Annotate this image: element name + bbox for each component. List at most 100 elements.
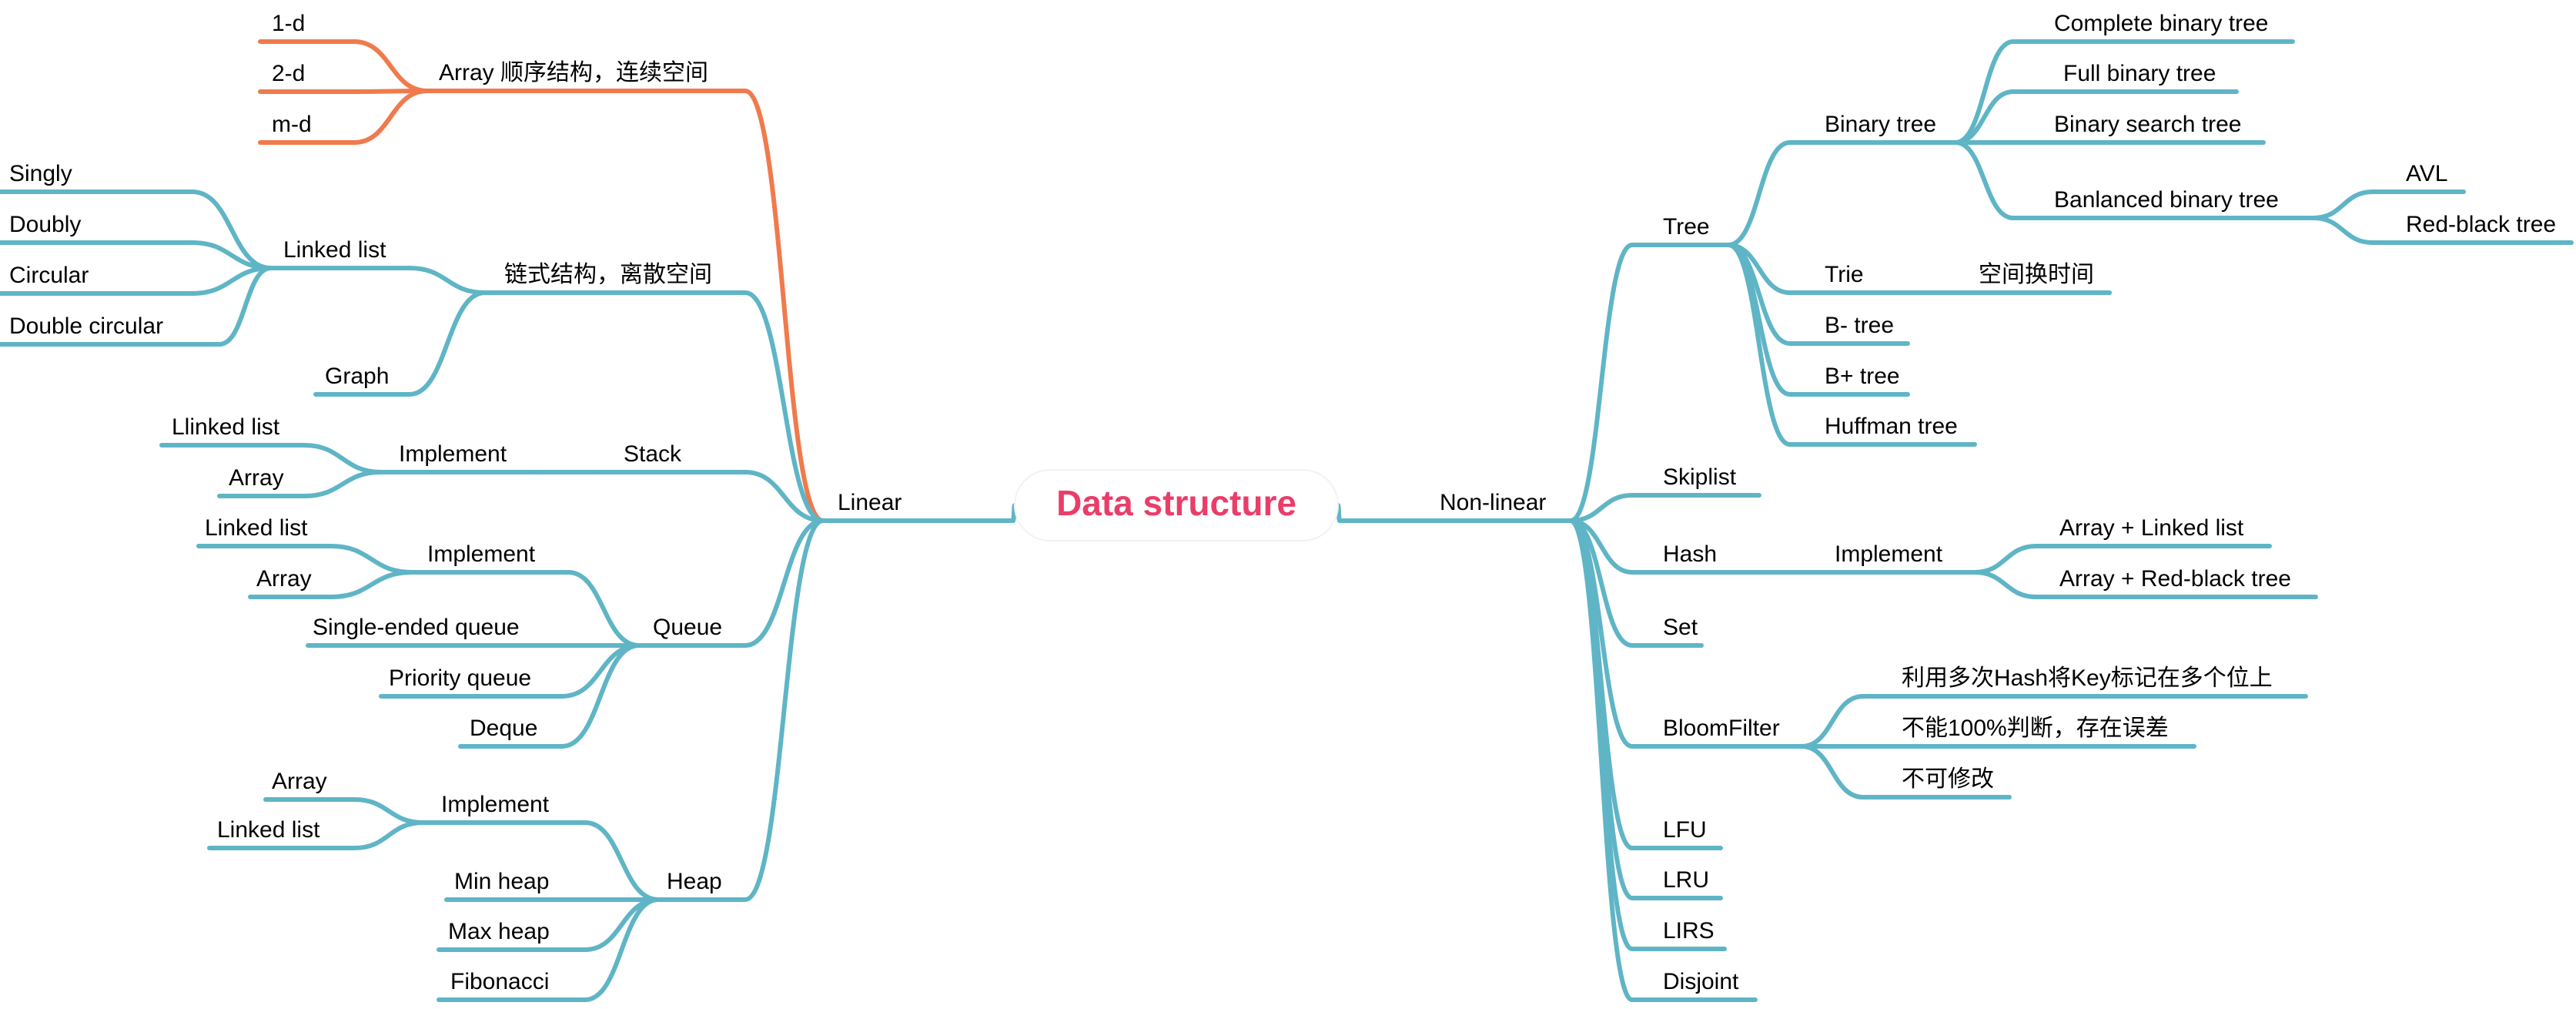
node-label: Singly — [9, 161, 72, 186]
node-heap-fib[interactable]: Fibonacci — [437, 969, 587, 1002]
root-node-title: Data structure — [1056, 483, 1296, 523]
node-label: Llinked list — [172, 414, 280, 440]
node-bloom-3[interactable]: 不可修改 — [1861, 766, 2012, 799]
node-hash-impl[interactable]: Implement — [1815, 541, 1977, 575]
link-arr-1d — [352, 39, 430, 93]
node-label: Queue — [653, 615, 722, 640]
node-ll-circular[interactable]: Circular — [0, 263, 195, 296]
link-hash-rb — [1972, 570, 2039, 599]
link-huffman — [1726, 243, 1792, 447]
node-skiplist[interactable]: Skiplist — [1630, 464, 1761, 498]
link-ll-circular — [190, 266, 273, 296]
link-queue-deque — [560, 643, 641, 749]
node-stack-impl[interactable]: Implement — [379, 441, 534, 474]
node-label: Max heap — [448, 919, 550, 944]
link-bt-avl — [2311, 189, 2375, 220]
node-disjoint[interactable]: Disjoint — [1630, 969, 1758, 1002]
node-label: Graph — [325, 364, 389, 389]
node-queue-array[interactable]: Array — [248, 566, 333, 599]
node-arr-2d[interactable]: 2-d — [258, 61, 356, 94]
node-trie-note[interactable]: 空间换时间 — [1965, 262, 2112, 295]
node-heap-max[interactable]: Max heap — [437, 919, 587, 952]
link-stack-llist — [302, 443, 383, 474]
node-binary-tree[interactable]: Binary tree — [1788, 112, 1958, 145]
node-lirs[interactable]: LIRS — [1630, 918, 1727, 951]
node-label: Array — [229, 465, 284, 491]
node-label: Array + Red-black tree — [2059, 566, 2291, 592]
node-linear[interactable]: Linear — [821, 490, 1015, 523]
node-bt-search[interactable]: Binary search tree — [2011, 112, 2266, 145]
node-bt-balanced[interactable]: Banlanced binary tree — [2011, 187, 2316, 220]
node-heap[interactable]: Heap — [656, 869, 748, 902]
link-heap-llist — [352, 820, 426, 850]
root-node-pill — [1014, 469, 1339, 541]
node-bt-avl[interactable]: AVL — [2370, 161, 2466, 194]
node-label: 空间换时间 — [1979, 262, 2094, 287]
node-lfu[interactable]: LFU — [1630, 817, 1723, 850]
node-label: Array — [256, 566, 312, 592]
node-nonlinear[interactable]: Non-linear — [1337, 490, 1573, 523]
node-array[interactable]: Array 顺序结构，连续空间 — [425, 60, 748, 93]
node-hash-rb[interactable]: Array + Red-black tree — [2034, 566, 2318, 599]
node-stack-llist[interactable]: Llinked list — [159, 414, 306, 448]
node-label: 2-d — [272, 61, 305, 86]
link-linked-list — [407, 266, 487, 295]
node-bloom-2[interactable]: 不能100%判断，存在误差 — [1861, 716, 2196, 749]
link-queue-priority — [560, 643, 641, 699]
node-chain[interactable]: 链式结构，离散空间 — [483, 262, 748, 295]
node-ll-singly[interactable]: Singly — [0, 161, 195, 194]
node-heap-impl[interactable]: Implement — [421, 792, 587, 825]
link-bt-rb — [2311, 216, 2375, 245]
node-stack-array[interactable]: Array — [217, 465, 306, 498]
node-bplus-tree[interactable]: B+ tree — [1788, 364, 1910, 397]
node-heap-min[interactable]: Min heap — [444, 869, 587, 902]
node-stack[interactable]: Stack — [598, 441, 748, 474]
link-queue-impl — [566, 570, 641, 648]
node-tree[interactable]: Tree — [1630, 214, 1731, 247]
node-queue-llist[interactable]: Linked list — [196, 515, 333, 548]
node-linked-list[interactable]: Linked list — [269, 237, 412, 270]
link-queue-llist — [329, 544, 414, 575]
node-queue-priority[interactable]: Priority queue — [379, 665, 564, 699]
node-label: 链式结构，离散空间 — [504, 262, 712, 287]
node-label: Linked list — [283, 237, 386, 263]
node-bloom[interactable]: BloomFilter — [1630, 716, 1804, 749]
node-label: Full binary tree — [2063, 61, 2216, 86]
node-queue-single[interactable]: Single-ended queue — [306, 615, 599, 648]
node-arr-md[interactable]: m-d — [258, 112, 356, 145]
node-bt-rb[interactable]: Red-black tree — [2370, 212, 2574, 245]
node-heap-array[interactable]: Array — [263, 769, 356, 802]
node-huffman[interactable]: Huffman tree — [1788, 414, 1977, 447]
node-bloom-1[interactable]: 利用多次Hash将Key标记在多个位上 — [1861, 665, 2308, 699]
link-tree — [1568, 243, 1634, 523]
node-label: LRU — [1663, 867, 1709, 893]
node-label: Red-black tree — [2406, 212, 2556, 237]
root-node[interactable]: Data structure — [1014, 469, 1339, 541]
node-label: Implement — [1835, 541, 1943, 567]
node-label: Fibonacci — [450, 969, 549, 994]
node-heap-llist[interactable]: Linked list — [207, 817, 356, 850]
node-bt-full[interactable]: Full binary tree — [2011, 61, 2239, 94]
link-hash-ll — [1972, 544, 2039, 575]
node-ll-doubly[interactable]: Doubly — [0, 212, 195, 245]
node-label: Array 顺序结构，连续空间 — [439, 60, 708, 85]
node-label: Hash — [1663, 541, 1717, 567]
node-label: Double circular — [9, 313, 163, 339]
node-b-tree[interactable]: B- tree — [1788, 313, 1910, 346]
node-label: AVL — [2406, 161, 2447, 186]
node-label: Binary tree — [1825, 112, 1936, 137]
node-graph[interactable]: Graph — [313, 364, 412, 397]
node-arr-1d[interactable]: 1-d — [258, 11, 356, 44]
node-queue-impl[interactable]: Implement — [410, 541, 570, 575]
node-label: Min heap — [454, 869, 549, 894]
node-hash-ll[interactable]: Array + Linked list — [2034, 515, 2272, 548]
node-queue[interactable]: Queue — [637, 615, 748, 648]
node-ll-double-circular[interactable]: Double circular — [0, 313, 222, 347]
topic-nodes: Linear Array 顺序结构，连续空间 1-d 2-d m-d 链式结构，离散空间 L… — [0, 11, 2574, 1002]
node-set[interactable]: Set — [1630, 615, 1704, 648]
node-lru[interactable]: LRU — [1630, 867, 1723, 900]
node-queue-deque[interactable]: Deque — [458, 716, 564, 749]
node-bt-complete[interactable]: Complete binary tree — [2011, 11, 2295, 44]
